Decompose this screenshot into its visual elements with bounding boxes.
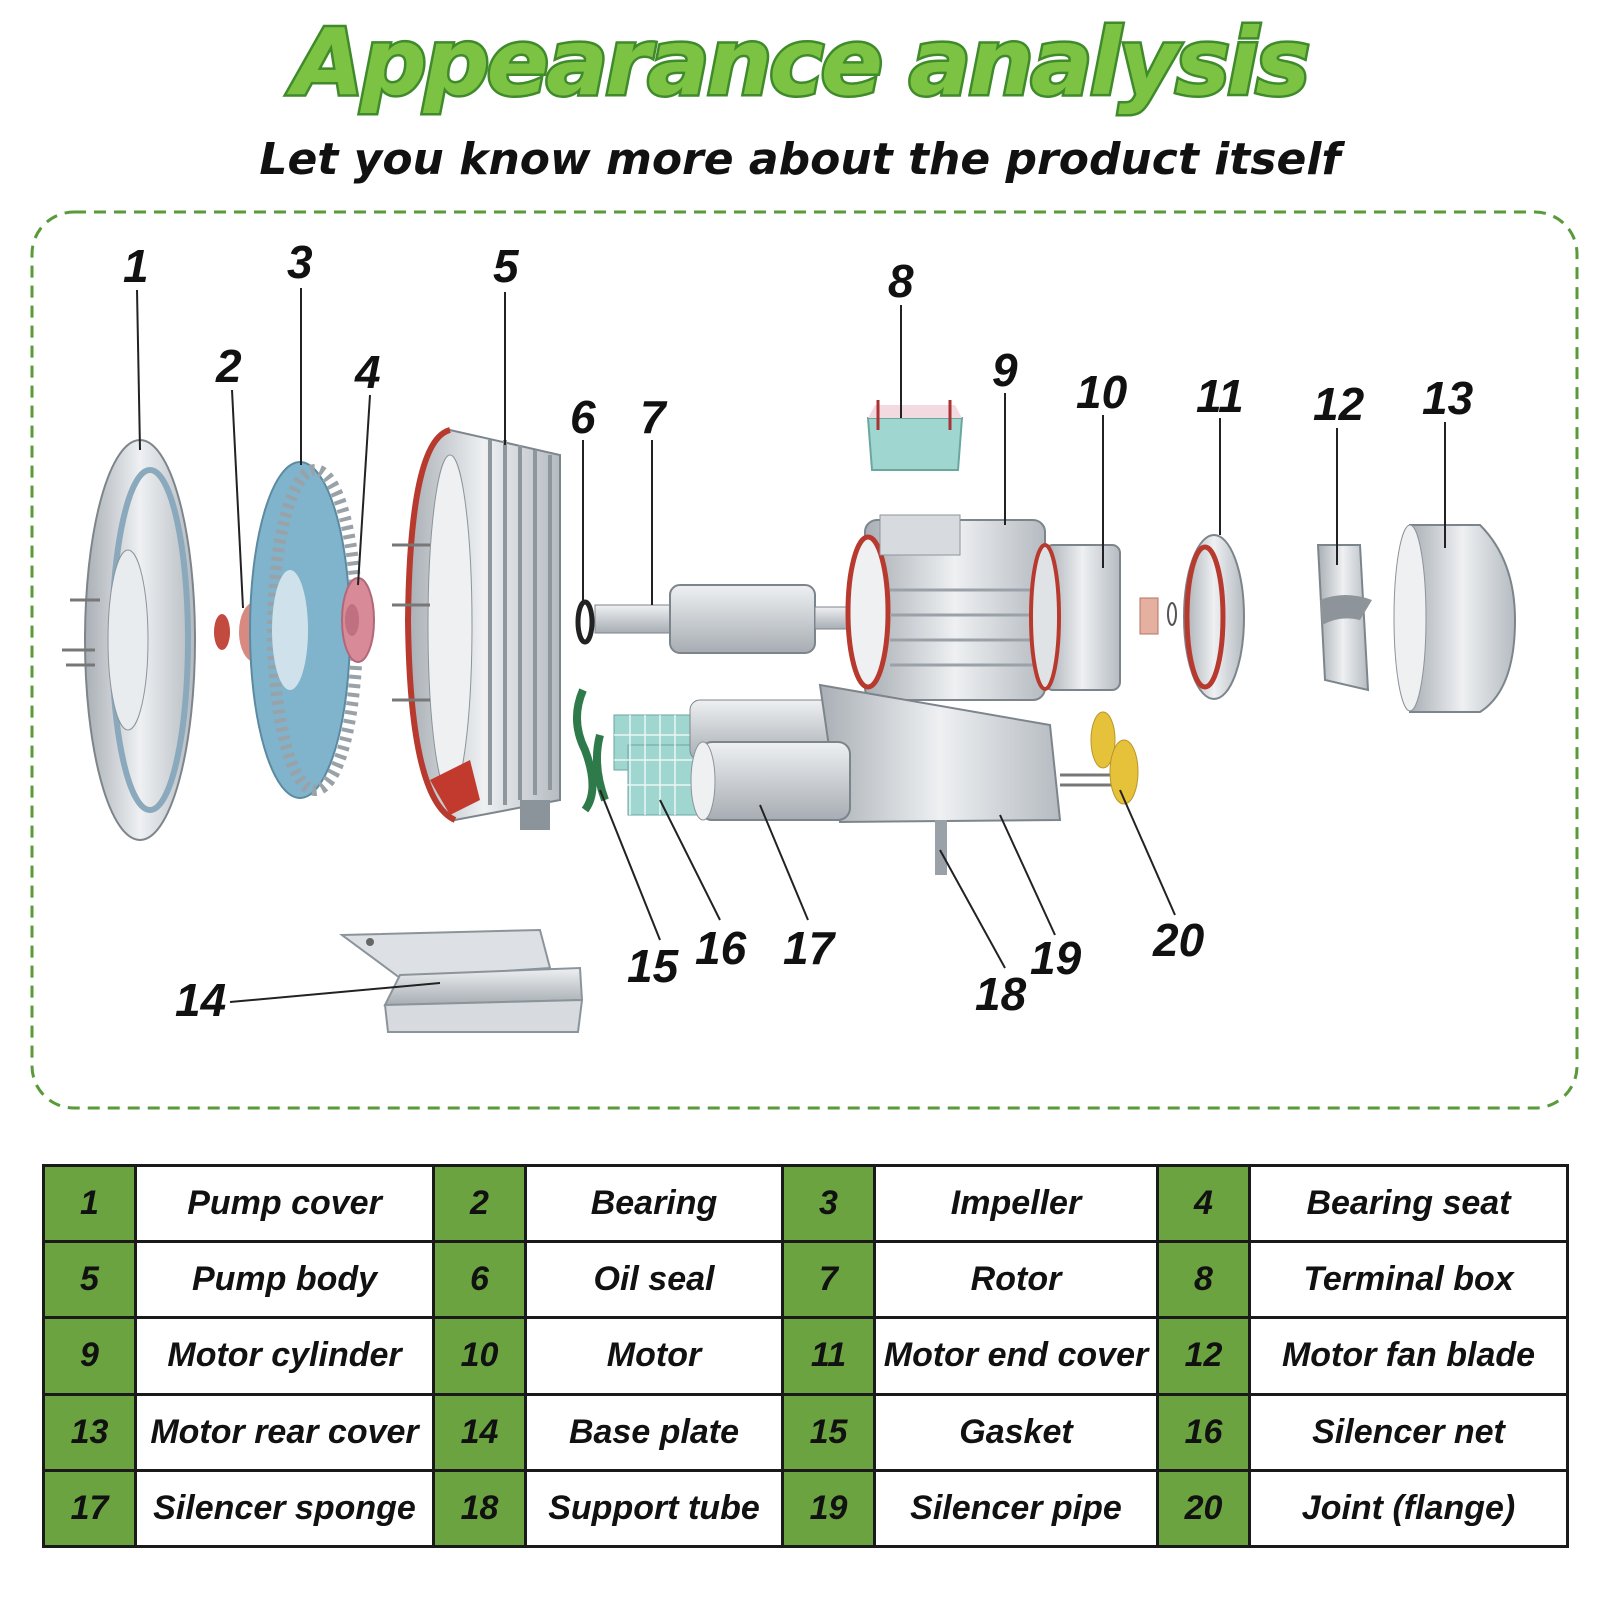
callout-14: 14 — [175, 974, 226, 1026]
motor-rear-cover-part — [1393, 524, 1517, 713]
part-number-cell: 14 — [432, 1392, 527, 1472]
parts-table: 1 Pump cover 2 Bearing 3 Impeller 4 Bear… — [42, 1163, 1569, 1549]
callout-1: 1 — [123, 240, 149, 292]
callout-10: 10 — [1076, 366, 1128, 418]
part-number-cell: 17 — [42, 1468, 137, 1549]
part-number-cell: 16 — [1156, 1392, 1251, 1472]
part-number-cell: 1 — [42, 1163, 137, 1244]
pump-body-part — [392, 427, 561, 830]
part-name-cell: Rotor — [873, 1240, 1159, 1320]
callout-11: 11 — [1196, 370, 1244, 422]
callout-17: 17 — [783, 922, 837, 974]
part-number-cell: 8 — [1156, 1240, 1251, 1320]
part-number-cell: 11 — [781, 1316, 876, 1396]
page-subtitle: Let you know more about the product itse… — [259, 134, 1341, 185]
exploded-view-diagram: 1 2 3 4 5 6 7 8 9 10 11 12 13 14 15 16 1… — [30, 210, 1579, 1110]
part-number-cell: 19 — [781, 1468, 876, 1549]
part-name-cell: Silencer net — [1248, 1392, 1569, 1472]
base-plate-part — [339, 928, 584, 1033]
callout-9: 9 — [992, 344, 1018, 396]
rotor-part — [594, 584, 871, 654]
callout-18: 18 — [975, 968, 1027, 1020]
callout-6: 6 — [570, 391, 596, 443]
callout-15: 15 — [627, 940, 680, 992]
callout-13: 13 — [1422, 372, 1474, 424]
part-name-cell: Joint (flange) — [1248, 1468, 1569, 1549]
pump-cover-part — [62, 439, 196, 841]
bearing-seat-part — [341, 577, 375, 663]
part-name-cell: Terminal box — [1248, 1240, 1569, 1320]
part-number-cell: 13 — [42, 1392, 137, 1472]
part-name-cell: Gasket — [873, 1392, 1159, 1472]
callout-4: 4 — [354, 346, 381, 398]
part-number-cell: 15 — [781, 1392, 876, 1472]
table-row: 13 Motor rear cover 14 Base plate 15 Gas… — [42, 1392, 1569, 1472]
motor-fan-blade-part — [1316, 544, 1372, 692]
callout-numbers: 1 2 3 4 5 6 7 8 9 10 11 12 13 14 15 16 1… — [123, 236, 1474, 1026]
motor-end-cover-part — [1183, 534, 1245, 700]
impeller-part — [249, 461, 363, 799]
part-name-cell: Oil seal — [524, 1240, 784, 1320]
part-name-cell: Motor — [524, 1316, 784, 1396]
table-row: 9 Motor cylinder 10 Motor 11 Motor end c… — [42, 1316, 1569, 1396]
callout-20: 20 — [1152, 914, 1205, 966]
part-number-cell: 18 — [432, 1468, 527, 1549]
part-name-cell: Motor rear cover — [134, 1392, 435, 1472]
callout-12: 12 — [1313, 378, 1365, 430]
callout-7: 7 — [640, 391, 668, 443]
part-name-cell: Silencer pipe — [873, 1468, 1159, 1549]
part-number-cell: 9 — [42, 1316, 137, 1396]
part-number-cell: 20 — [1156, 1468, 1251, 1549]
callout-5: 5 — [493, 240, 520, 292]
diagram-frame — [30, 210, 1579, 1110]
callout-19: 19 — [1030, 932, 1082, 984]
motor-part — [1029, 543, 1121, 691]
part-number-cell: 7 — [781, 1240, 876, 1320]
oil-seal-part — [575, 599, 595, 645]
part-number-cell: 12 — [1156, 1316, 1251, 1396]
part-number-cell: 3 — [781, 1163, 876, 1244]
part-name-cell: Motor cylinder — [134, 1316, 435, 1396]
part-name-cell: Support tube — [524, 1468, 784, 1549]
part-name-cell: Motor end cover — [873, 1316, 1159, 1396]
part-name-cell: Motor fan blade — [1248, 1316, 1569, 1396]
joint-flange-part — [1090, 711, 1139, 805]
part-number-cell: 10 — [432, 1316, 527, 1396]
part-number-cell: 5 — [42, 1240, 137, 1320]
part-number-cell: 6 — [432, 1240, 527, 1320]
part-name-cell: Base plate — [524, 1392, 784, 1472]
page-title: Appearance analysis — [290, 7, 1313, 119]
part-name-cell: Pump cover — [134, 1163, 435, 1244]
terminal-box-part — [866, 400, 964, 471]
silencer-sponge-part — [690, 741, 851, 821]
leader-lines — [136, 288, 1446, 1003]
table-row: 1 Pump cover 2 Bearing 3 Impeller 4 Bear… — [42, 1163, 1569, 1244]
gasket-part — [572, 688, 609, 813]
motor-cylinder-part — [845, 514, 1046, 701]
table-row: 17 Silencer sponge 18 Support tube 19 Si… — [42, 1468, 1569, 1549]
part-name-cell: Bearing — [524, 1163, 784, 1244]
callout-8: 8 — [888, 255, 914, 307]
part-name-cell: Silencer sponge — [134, 1468, 435, 1549]
part-number-cell: 2 — [432, 1163, 527, 1244]
part-number-cell: 4 — [1156, 1163, 1251, 1244]
table-row: 5 Pump body 6 Oil seal 7 Rotor 8 Termina… — [42, 1240, 1569, 1320]
part-name-cell: Impeller — [873, 1163, 1159, 1244]
part-name-cell: Pump body — [134, 1240, 435, 1320]
callout-2: 2 — [215, 340, 242, 392]
callout-16: 16 — [695, 922, 747, 974]
part-name-cell: Bearing seat — [1248, 1163, 1569, 1244]
callout-3: 3 — [287, 236, 313, 288]
